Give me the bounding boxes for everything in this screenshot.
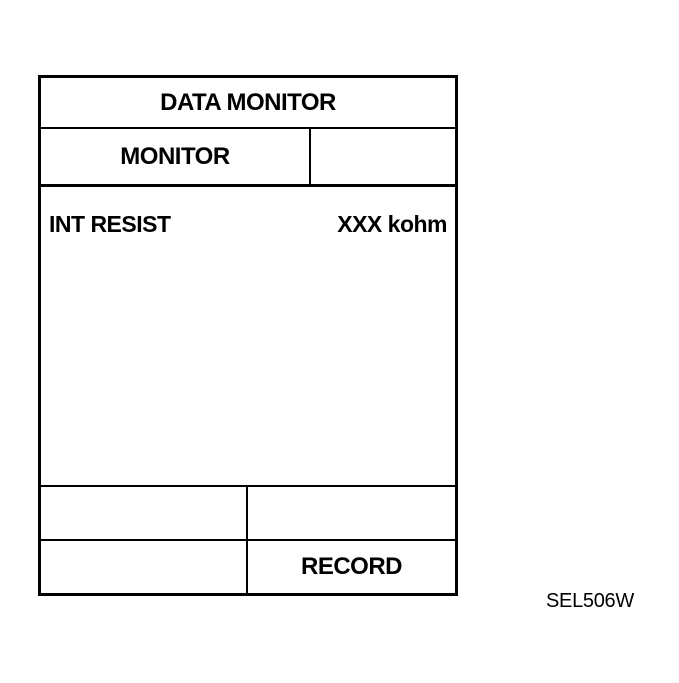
data-item-label: INT RESIST bbox=[49, 211, 171, 237]
screen-title: DATA MONITOR bbox=[41, 78, 455, 129]
monitor-header-row: MONITOR bbox=[41, 129, 455, 187]
monitor-header-blank-cell bbox=[311, 129, 455, 184]
button-row-2: RECORD bbox=[41, 541, 455, 593]
button-row-1 bbox=[41, 487, 455, 541]
blank-button-row2-left[interactable] bbox=[41, 541, 248, 593]
monitor-header-label: MONITOR bbox=[41, 129, 311, 184]
monitor-data-area: INT RESIST XXX kohm bbox=[41, 187, 455, 487]
data-monitor-screen: DATA MONITOR MONITOR INT RESIST XXX kohm… bbox=[38, 75, 458, 596]
blank-button-row1-right[interactable] bbox=[248, 487, 455, 539]
data-item-value: XXX kohm bbox=[337, 211, 447, 237]
figure-code: SEL506W bbox=[546, 590, 634, 612]
blank-button-row1-left[interactable] bbox=[41, 487, 248, 539]
record-button[interactable]: RECORD bbox=[300, 553, 403, 580]
data-item-row: INT RESIST XXX kohm bbox=[49, 211, 447, 238]
